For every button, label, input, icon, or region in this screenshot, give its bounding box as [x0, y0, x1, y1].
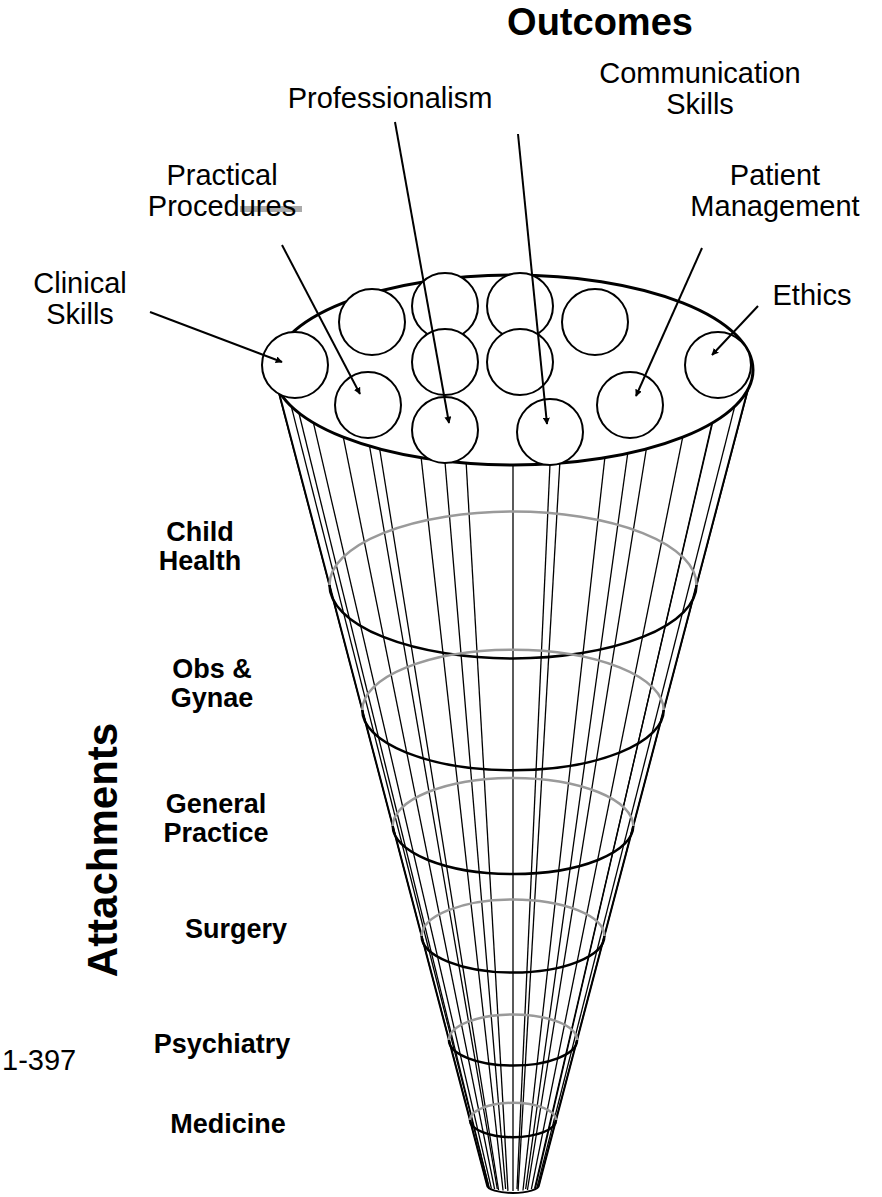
- ring-back: [362, 650, 663, 710]
- cone-tip: [487, 1185, 539, 1193]
- outcome-circle: [339, 289, 405, 355]
- cone-line: [445, 462, 506, 1189]
- leader-arrow: [518, 134, 547, 424]
- heading: Outcomes: [440, 2, 760, 43]
- ring-front: [449, 1040, 577, 1066]
- cone-line: [535, 397, 718, 1189]
- ring-front: [470, 1120, 556, 1137]
- leader-arrow: [150, 312, 282, 362]
- outcome-label: Communication Skills: [585, 58, 815, 121]
- cone-line: [517, 464, 550, 1189]
- attachment-label: General Practice: [141, 790, 291, 848]
- ring-back: [329, 512, 696, 585]
- ring-back: [422, 899, 605, 936]
- ring-back: [470, 1103, 556, 1120]
- cone-line: [539, 370, 753, 1185]
- leader-arrow: [636, 248, 702, 396]
- attachment-label: Surgery: [171, 915, 301, 944]
- cone-line: [421, 458, 503, 1191]
- cone-line: [380, 449, 499, 1190]
- attachment-label: Child Health: [135, 518, 265, 576]
- outcome-label: Patient Management: [670, 160, 880, 223]
- cone-lines: [273, 370, 753, 1193]
- cone-line: [343, 437, 494, 1189]
- outcome-face: [262, 273, 753, 465]
- outcome-circle: [412, 397, 478, 463]
- cone-line: [512, 465, 513, 1191]
- ring-front: [329, 585, 696, 658]
- outcome-label: Ethics: [757, 280, 867, 311]
- leader-arrow: [395, 122, 449, 423]
- cone-line: [466, 463, 508, 1191]
- outcome-circle: [685, 332, 751, 398]
- outcome-circle: [412, 329, 478, 395]
- attachment-label: Obs & Gynae: [152, 655, 272, 713]
- ring-back: [393, 778, 634, 826]
- cone-line: [526, 437, 630, 1189]
- axis-label: Attachments: [80, 723, 125, 977]
- ring-front: [362, 710, 663, 770]
- attachment-label: Medicine: [153, 1110, 303, 1139]
- ring-front: [422, 936, 605, 973]
- ring-back: [449, 1014, 577, 1040]
- outcome-circle: [335, 372, 401, 438]
- attachment-rings: [329, 512, 696, 1138]
- cone-line: [537, 406, 735, 1187]
- outcome-label: Practical Procedures: [122, 160, 322, 223]
- attachment-label: Psychiatry: [142, 1030, 302, 1059]
- cone-line: [278, 389, 488, 1187]
- outcome-circle: [562, 289, 628, 355]
- outcome-label: Professionalism: [260, 83, 520, 114]
- outcome-circle: [517, 399, 583, 465]
- ring-front: [393, 826, 634, 874]
- leader-arrow: [712, 306, 758, 355]
- cone-line: [531, 437, 682, 1189]
- leader-arrow: [282, 245, 360, 394]
- outcome-label: Clinical Skills: [10, 268, 150, 331]
- outcome-circle: [597, 372, 663, 438]
- cone-line: [368, 437, 497, 1189]
- outcome-circle: [262, 332, 328, 398]
- page-number: 1-397: [2, 1045, 76, 1076]
